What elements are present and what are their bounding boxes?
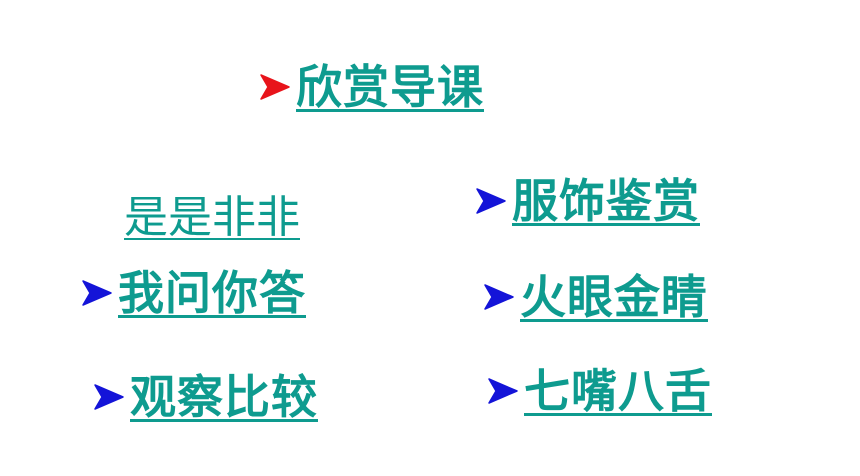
link-label: 七嘴八舌 [524, 364, 712, 418]
link-label: 我问你答 [118, 266, 306, 320]
link-guancha-bijiao[interactable]: 观察比较 [92, 374, 318, 420]
link-label: 观察比较 [130, 370, 318, 424]
link-label: 火眼金睛 [520, 270, 708, 324]
triangle-arrow-icon [482, 280, 516, 314]
link-huoyan-jinjing[interactable]: 火眼金睛 [482, 274, 708, 320]
triangle-arrow-icon [92, 380, 126, 414]
triangle-arrow-icon [258, 70, 292, 104]
link-qizui-bashe[interactable]: 七嘴八舌 [486, 368, 712, 414]
link-label: 服饰鉴赏 [512, 174, 700, 228]
link-fushi-jianshang[interactable]: 服饰鉴赏 [474, 178, 700, 224]
title-link-xinshang-daoke[interactable]: 欣赏导课 [258, 64, 484, 110]
triangle-arrow-icon [486, 374, 520, 408]
triangle-arrow-icon [474, 184, 508, 218]
triangle-arrow-icon [80, 276, 114, 310]
link-shishi-feifei[interactable]: 是是非非 [124, 192, 300, 243]
title-link-label: 欣赏导课 [296, 60, 484, 114]
link-wowen-nida[interactable]: 我问你答 [80, 270, 306, 316]
